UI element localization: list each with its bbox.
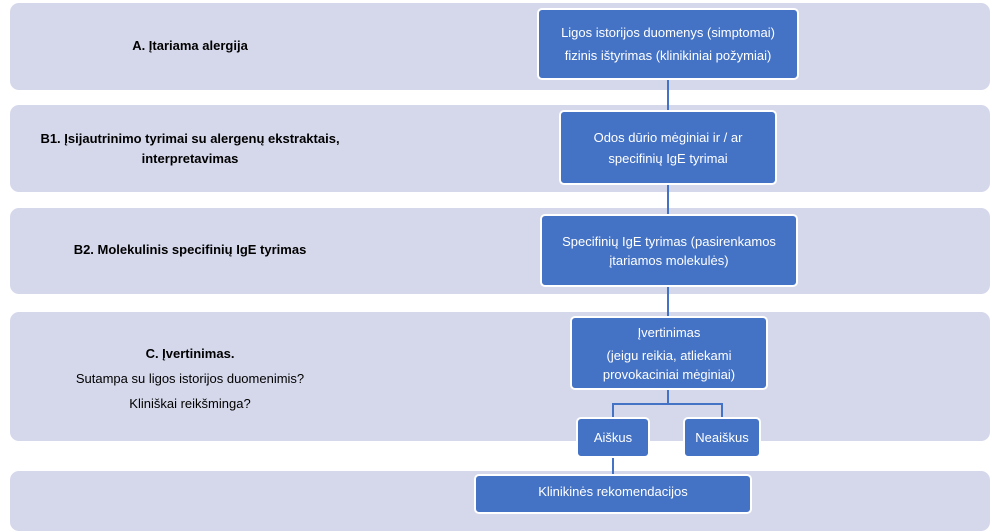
connector-clear-recommendations — [612, 456, 614, 476]
band-c-title: C. Įvertinimas. — [145, 346, 235, 361]
sige-line-2: įtariamos molekulės) — [609, 252, 729, 268]
evaluation-line-3: provokaciniai mėginiai) — [602, 366, 736, 382]
unclear-label: Neaiškus — [695, 430, 749, 445]
history-box: Ligos istorijos duomenys (simptomai) fiz… — [537, 8, 799, 80]
band-c-question-1: Sutampa su ligos istorijos duomenimis? — [75, 371, 305, 386]
evaluation-box: Įvertinimas (jeigu reikia, atliekami pro… — [570, 316, 768, 390]
connector-sige-evaluation — [667, 286, 669, 318]
connector-branch-horizontal — [612, 403, 722, 405]
clear-label: Aiškus — [593, 430, 633, 445]
unclear-box: Neaiškus — [683, 417, 761, 458]
band-b2: B2. Molekulinis specifinių IgE tyrimas — [10, 208, 990, 294]
connector-skin-sige — [667, 183, 669, 216]
evaluation-line-1: Įvertinimas — [637, 324, 701, 340]
skin-line-1: Odos dūrio mėginiai ir / ar — [593, 129, 743, 145]
connector-evaluation-down — [667, 388, 669, 404]
band-b2-label: B2. Molekulinis specifinių IgE tyrimas — [73, 242, 307, 257]
connector-branch-right — [721, 403, 723, 419]
band-b1-label: B1. Įsijautrinimo tyrimai su alergenų ek… — [40, 131, 340, 166]
evaluation-line-2: (jeigu reikia, atliekami — [606, 347, 732, 363]
skin-test-box: Odos dūrio mėginiai ir / ar specifinių I… — [559, 110, 777, 185]
recommendations-label: Klinikinės rekomendacijos — [538, 484, 688, 499]
band-c-question-2: Kliniškai reikšminga? — [129, 396, 251, 411]
band-c: C. Įvertinimas. Sutampa su ligos istorij… — [10, 312, 990, 441]
history-line-2: fizinis ištyrimas (klinikiniai požymiai) — [564, 48, 772, 63]
recommendations-box: Klinikinės rekomendacijos — [474, 474, 752, 514]
connector-branch-left — [612, 403, 614, 419]
sige-line-1: Specifinių IgE tyrimas (pasirenkamos — [562, 233, 776, 249]
clear-box: Aiškus — [576, 417, 650, 458]
sige-test-box: Specifinių IgE tyrimas (pasirenkamos įta… — [540, 214, 798, 287]
band-a-label: A. Įtariama alergija — [132, 38, 248, 53]
band-a: A. Įtariama alergija — [10, 3, 990, 90]
band-c-text: C. Įvertinimas. Sutampa su ligos istorij… — [40, 341, 340, 416]
connector-history-skin — [667, 78, 669, 112]
history-line-1: Ligos istorijos duomenys (simptomai) — [561, 25, 775, 40]
skin-line-2: specifinių IgE tyrimai — [608, 150, 728, 166]
band-b1: B1. Įsijautrinimo tyrimai su alergenų ek… — [10, 105, 990, 192]
